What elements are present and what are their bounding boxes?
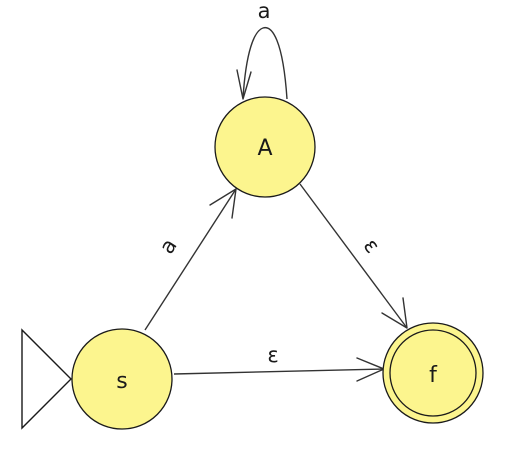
state-a-circle <box>214 96 316 198</box>
edge-s-to-f-line <box>173 368 385 375</box>
edge-a-to-a-arrowhead <box>236 69 252 100</box>
edge-s-to-a-arrowhead <box>209 188 237 219</box>
transition-a-to-a: a <box>236 0 288 100</box>
transition-s-to-f: ε <box>173 343 385 382</box>
edge-s-to-a-label: a <box>155 234 182 258</box>
state-s[interactable]: s <box>71 328 173 430</box>
state-f-label: f <box>429 363 438 388</box>
edge-s-to-a-line <box>144 188 237 331</box>
state-s-label: s <box>116 369 127 394</box>
edge-a-to-f-line <box>299 183 408 329</box>
edge-a-to-f-label: ε <box>359 234 385 258</box>
edge-s-to-f-label: ε <box>267 343 278 367</box>
state-f-outer-circle <box>382 322 484 424</box>
edge-a-to-a-label: a <box>258 0 271 23</box>
state-f[interactable]: f <box>382 322 484 424</box>
state-s-circle <box>71 328 173 430</box>
state-a[interactable]: A <box>214 96 316 198</box>
state-f-inner-circle <box>389 329 477 417</box>
transition-s-to-a: a <box>144 188 237 331</box>
state-a-label: A <box>257 136 272 161</box>
transition-a-to-f: ε <box>299 183 408 329</box>
edge-a-to-f-arrowhead <box>381 297 408 329</box>
edge-a-to-a-line <box>242 26 288 100</box>
start-marker <box>21 328 72 430</box>
